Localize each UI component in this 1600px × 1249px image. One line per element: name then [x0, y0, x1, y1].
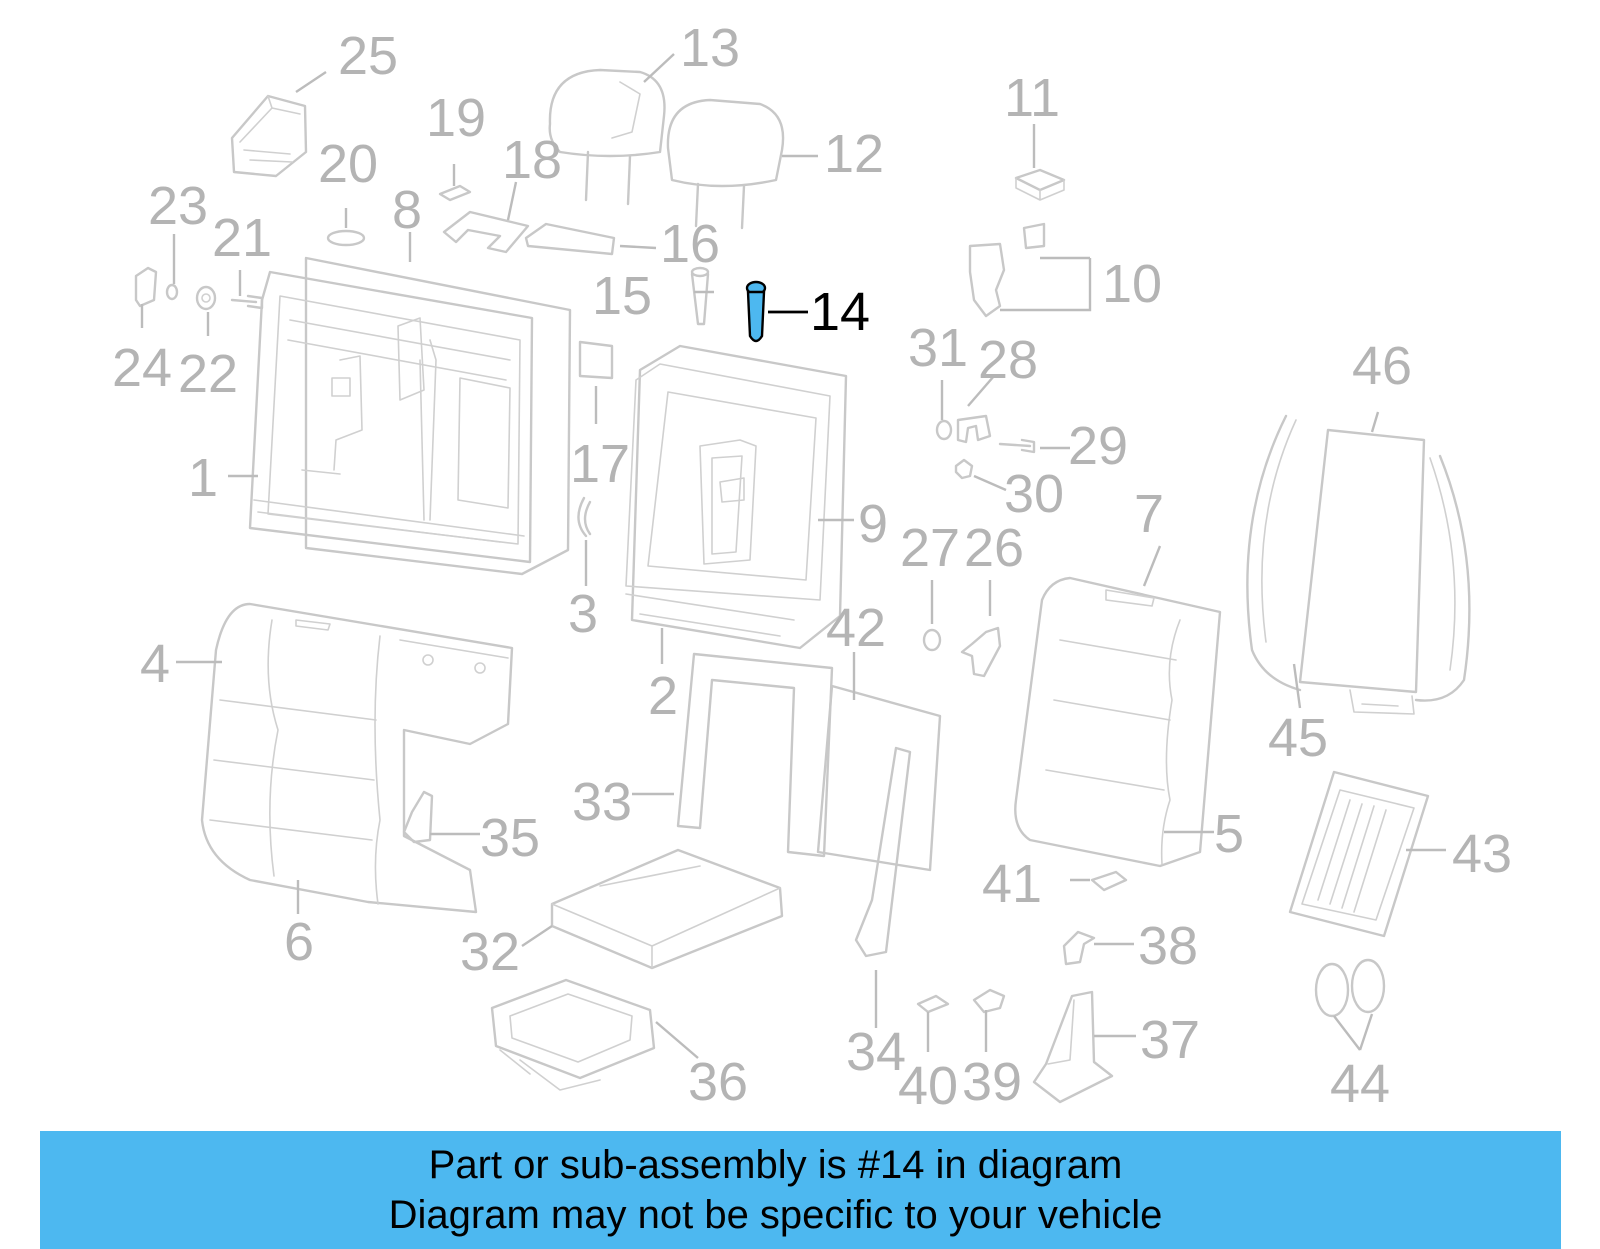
part-3-drawing — [577, 496, 592, 538]
callout-6: 6 — [284, 912, 314, 972]
part-11-drawing — [1014, 168, 1066, 201]
part-21-drawing — [230, 294, 264, 310]
info-banner: Part or sub-assembly is #14 in diagram D… — [40, 1131, 1561, 1249]
callout-43: 43 — [1452, 824, 1512, 884]
callout-21: 21 — [212, 208, 272, 268]
part-27-drawing — [922, 628, 942, 652]
part-44-discs — [1314, 958, 1386, 1018]
part-43-foam-block — [1288, 770, 1430, 938]
callout-36: 36 — [688, 1052, 748, 1112]
part-29-drawing — [998, 438, 1036, 454]
part-46-seatback-cover — [1246, 414, 1471, 715]
part-32-seat-pan — [550, 848, 784, 970]
callout-5: 5 — [1214, 804, 1244, 864]
callout-numbers: 25 13 19 18 12 11 20 8 23 21 16 10 15 14… — [112, 18, 1512, 1116]
callout-17: 17 — [570, 434, 630, 494]
callout-13: 13 — [680, 18, 740, 78]
callout-3: 3 — [568, 584, 598, 644]
part-38-drawing — [1062, 930, 1096, 966]
callout-29: 29 — [1068, 416, 1128, 476]
callout-8: 8 — [392, 180, 422, 240]
callout-32: 32 — [460, 922, 520, 982]
seat-exploded-diagram: 25 13 19 18 12 11 20 8 23 21 16 10 15 14… — [112, 18, 1512, 1116]
callout-2: 2 — [648, 666, 678, 726]
callout-31: 31 — [908, 318, 968, 378]
part-13-headrest — [548, 68, 666, 206]
part-17-drawing — [578, 340, 614, 380]
part-39-drawing — [972, 988, 1006, 1014]
callout-28: 28 — [978, 330, 1038, 390]
callout-40: 40 — [898, 1056, 958, 1116]
part-19-drawing — [438, 184, 472, 202]
callout-22: 22 — [178, 344, 238, 404]
callout-39: 39 — [962, 1052, 1022, 1112]
callout-19: 19 — [426, 88, 486, 148]
callout-30: 30 — [1004, 464, 1064, 524]
part-4-seat-cushion — [200, 602, 514, 914]
callout-11: 11 — [1004, 68, 1060, 128]
part-37-drawing — [1032, 990, 1114, 1104]
callout-37: 37 — [1140, 1010, 1200, 1070]
part-40-drawing — [916, 994, 950, 1014]
callout-4: 4 — [140, 634, 170, 694]
callout-23: 23 — [148, 176, 208, 236]
callout-26: 26 — [964, 518, 1024, 578]
part-9-seatback-frame — [625, 344, 848, 650]
callout-10: 10 — [1102, 254, 1162, 314]
callout-14-highlighted[interactable]: 14 — [810, 282, 870, 342]
callout-41: 41 — [982, 854, 1042, 914]
part-35-drawing — [402, 790, 434, 844]
part-33-panel — [676, 652, 834, 858]
part-10-drawing — [968, 222, 1046, 318]
part-41-drawing — [1090, 870, 1128, 892]
part-1-seatback-frame — [248, 256, 572, 576]
part-36-base-frame — [490, 978, 656, 1091]
callout-20: 20 — [318, 134, 378, 194]
part-20-drawing — [326, 229, 366, 247]
callout-27: 27 — [900, 518, 960, 578]
leader-lines — [140, 53, 1446, 1059]
callout-16: 16 — [660, 214, 720, 274]
callout-1: 1 — [188, 448, 218, 508]
part-16-drawing — [524, 222, 616, 256]
part-28-drawing — [956, 414, 992, 444]
callout-42: 42 — [826, 598, 886, 658]
part-30-drawing — [954, 458, 974, 480]
callout-34: 34 — [846, 1022, 906, 1082]
callout-24: 24 — [112, 338, 172, 398]
part-15-drawing — [690, 266, 710, 326]
callout-44: 44 — [1330, 1054, 1390, 1114]
callout-46: 46 — [1352, 336, 1412, 396]
part-24-drawing — [134, 266, 158, 308]
part-12-headrest — [666, 98, 785, 230]
part-25-drawing — [230, 94, 308, 178]
callout-33: 33 — [572, 772, 632, 832]
callout-38: 38 — [1138, 916, 1198, 976]
part-14-highlighted-pin[interactable] — [745, 280, 767, 343]
part-26-drawing — [960, 626, 1002, 678]
callout-35: 35 — [480, 808, 540, 868]
callout-9: 9 — [858, 494, 888, 554]
part-31-drawing — [935, 419, 953, 441]
callout-18: 18 — [502, 130, 562, 190]
callout-15: 15 — [592, 266, 652, 326]
part-7-seatback-cushion — [1014, 576, 1222, 868]
callout-45: 45 — [1268, 708, 1328, 768]
part-18-drawing — [442, 210, 530, 254]
banner-line-part-number: Part or sub-assembly is #14 in diagram — [428, 1143, 1123, 1187]
part-42-panel — [816, 684, 942, 958]
callout-7: 7 — [1134, 484, 1164, 544]
part-23-drawing — [165, 283, 179, 301]
callout-25: 25 — [338, 26, 398, 86]
callout-12: 12 — [824, 124, 884, 184]
part-22-drawing — [195, 285, 217, 311]
banner-line-disclaimer: Diagram may not be specific to your vehi… — [388, 1193, 1163, 1237]
